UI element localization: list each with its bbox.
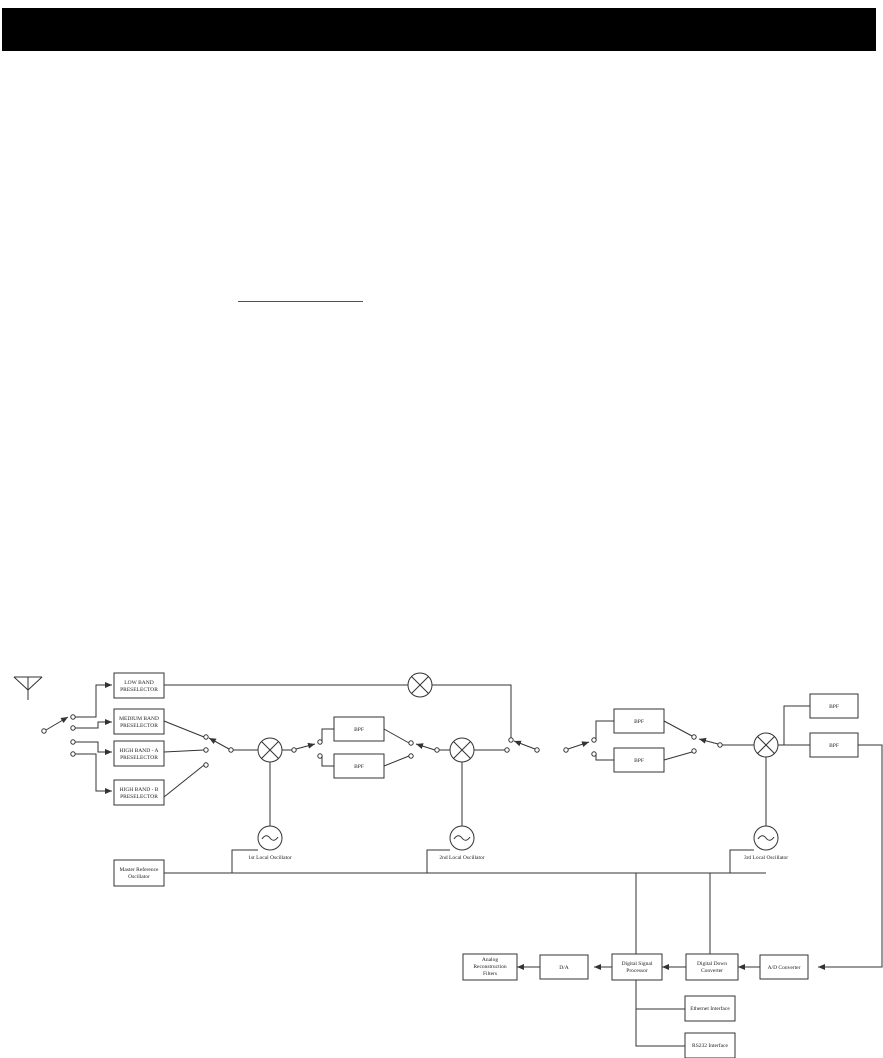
bpf-3b-label: BPF <box>829 743 839 749</box>
rs232-interface <box>684 1032 736 1058</box>
bpf-3b <box>809 732 859 758</box>
high-band-b-label-2: PRESELECTOR <box>120 794 158 800</box>
dsp-label-2: Processor <box>626 968 648 974</box>
medium-band-label-2: PRESELECTOR <box>120 723 158 729</box>
mixer-2-icon <box>449 737 475 763</box>
antenna-icon <box>13 676 43 700</box>
ddc-label-2: Converter <box>701 968 723 974</box>
mixer-1-icon <box>257 737 283 763</box>
adc-label: A/D Converter <box>768 965 801 971</box>
master-reference-oscillator <box>113 859 165 887</box>
high-band-a-label-1: HIGH BAND - A <box>120 748 159 754</box>
master-ref-label-2: Oscillator <box>128 874 150 880</box>
digital-signal-processor <box>611 953 663 981</box>
input-switch <box>41 714 76 757</box>
analog-reconstruction-filters <box>462 953 518 981</box>
bpf-1b-label: BPF <box>354 764 364 770</box>
oscillator-1-icon <box>257 825 283 851</box>
analog-recon-label-2: Reconstruction <box>473 964 507 970</box>
low-band-preselector <box>113 672 165 699</box>
dsp-label-1: Digital Signal <box>622 961 653 967</box>
analog-recon-label-3: Filters <box>483 971 497 977</box>
low-band-label-1: LOW BAND <box>124 680 153 686</box>
bpf-2a-label: BPF <box>634 719 644 725</box>
ddc-label-1: Digital Down <box>697 961 727 967</box>
medium-band-preselector <box>113 708 165 735</box>
high-band-a-label-2: PRESELECTOR <box>120 755 158 761</box>
mixer-lowband-icon <box>407 672 433 698</box>
lo3-label: 3rd Local Oscillator <box>744 855 788 861</box>
master-ref-label-1: Master Reference <box>120 866 159 873</box>
mixer-3-icon <box>753 732 779 758</box>
lo1-label: 1st Local Oscillator <box>248 855 292 861</box>
document-link[interactable] <box>238 301 363 302</box>
da-converter <box>539 954 589 980</box>
analog-recon-label-1: Analog <box>482 957 498 963</box>
da-label: D/A <box>559 965 569 971</box>
ethernet-interface <box>684 995 736 1022</box>
low-band-label-2: PRESELECTOR <box>120 687 158 693</box>
high-band-a-preselector <box>113 740 165 767</box>
lo2-label: 2nd Local Oscillator <box>439 855 484 861</box>
header-bar <box>2 8 876 51</box>
medium-band-label-1: MEDIUM BAND <box>119 716 159 722</box>
bpf-2b <box>613 747 665 773</box>
bpf-1b <box>333 753 385 779</box>
bpf-1a <box>333 716 385 742</box>
bpf-3a-label: BPF <box>829 704 839 710</box>
high-band-b-label-1: HIGH BAND - B <box>120 787 159 793</box>
oscillator-2-icon <box>449 825 475 851</box>
high-band-b-preselector <box>113 779 165 806</box>
ethernet-label: Ethernet Interface <box>690 1005 730 1012</box>
bpf-2b-label: BPF <box>634 758 644 764</box>
rs232-label: RS232 Interface <box>692 1042 728 1049</box>
bpf-3a <box>809 693 859 719</box>
oscillator-3-icon <box>753 825 779 851</box>
digital-down-converter <box>685 953 739 981</box>
ad-converter <box>759 954 809 980</box>
bpf-2a <box>613 708 665 734</box>
bpf-1a-label: BPF <box>354 727 364 733</box>
